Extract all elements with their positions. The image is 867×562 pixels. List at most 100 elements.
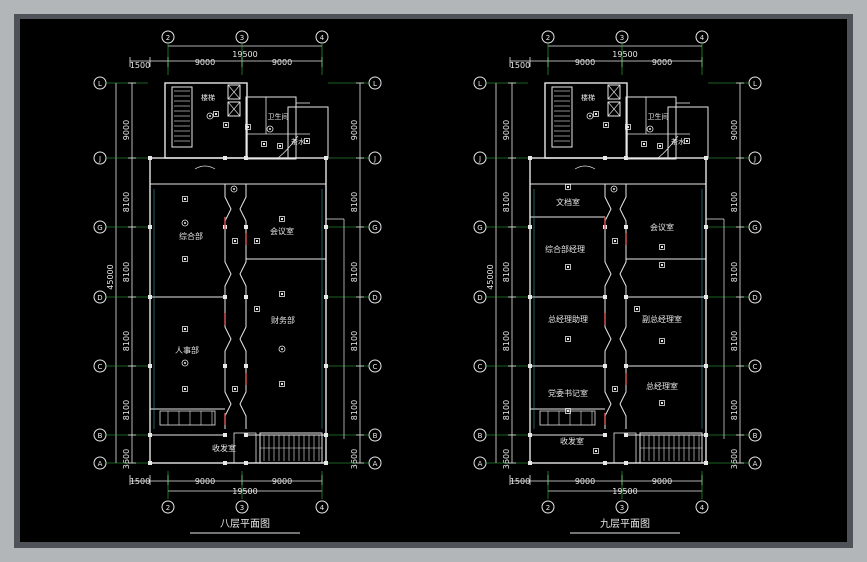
column — [704, 225, 708, 229]
fixture-icon-dot — [184, 388, 186, 390]
elevator-x — [227, 84, 241, 100]
elevator-x — [227, 101, 241, 117]
col-axis-bottom-4-circle — [315, 500, 329, 514]
row-axis-left-B-label: B — [98, 432, 103, 440]
fixture-icon-dot — [184, 258, 186, 260]
dim-left-row: 8100 — [122, 192, 131, 212]
fixture-icon — [279, 216, 285, 222]
column — [528, 461, 532, 465]
dim-top-right: 9000 — [272, 58, 292, 67]
col-axis-top-4-label: 4 — [700, 34, 705, 42]
column — [624, 433, 628, 437]
fixture-icon — [593, 111, 599, 117]
column — [624, 225, 628, 229]
fixture-icon-dot — [636, 308, 638, 310]
fixture-icon-dot — [661, 340, 663, 342]
column — [528, 225, 532, 229]
fixture-icon-dot — [659, 145, 661, 147]
fixture-icon — [245, 124, 251, 130]
light-icon — [610, 185, 618, 193]
fixture-icon — [612, 386, 618, 392]
row-axis-left-C-label: C — [478, 363, 483, 371]
dim-left-row: 8100 — [502, 331, 511, 351]
row-axis-left-J-label: J — [478, 155, 481, 163]
fixture-icon-dot — [595, 113, 597, 115]
elevator-x — [607, 101, 621, 117]
fixture-icon — [232, 386, 238, 392]
column — [704, 295, 708, 299]
fixture-icon-dot — [281, 383, 283, 385]
col-axis-bottom-4-circle — [695, 500, 709, 514]
dim-bottom-right: 9000 — [272, 477, 292, 486]
column — [603, 295, 607, 299]
side-wing — [287, 106, 329, 159]
column — [603, 156, 607, 160]
dim-left-row: 8100 — [122, 331, 131, 351]
stair-core — [171, 86, 193, 148]
fixture-icon-dot — [256, 240, 258, 242]
dim-bottom-mid: 9000 — [575, 477, 595, 486]
light-icon-dot — [209, 115, 211, 117]
door-swing — [574, 165, 596, 170]
fixture-icon — [304, 138, 310, 144]
column — [704, 364, 708, 368]
row-axis-left-A-label: A — [478, 460, 483, 468]
core-block — [164, 82, 248, 159]
col-axis-bottom-4-label: 4 — [320, 504, 325, 512]
small-room — [613, 432, 637, 464]
dim-left-row: 8100 — [502, 192, 511, 212]
dim-top-total: 19500 — [232, 50, 257, 59]
column — [148, 461, 152, 465]
fixture-icon — [603, 122, 609, 128]
elevator-2 — [227, 101, 241, 117]
side-wing — [667, 106, 709, 159]
row-axis-right-G-label: G — [752, 224, 757, 232]
room-label: 楼梯 — [581, 93, 595, 102]
fixture-icon — [182, 196, 188, 202]
corridor-wall — [224, 184, 232, 429]
dim-left-row: 9000 — [122, 120, 131, 140]
dim-bottom-left: 1500 — [130, 477, 150, 486]
door-swing — [277, 135, 299, 159]
fixture-icon-dot — [256, 308, 258, 310]
fixture-icon — [659, 244, 665, 250]
col-axis-bottom-3-label: 3 — [240, 504, 244, 512]
row-axis-right-C-label: C — [753, 363, 758, 371]
dim-left-row: 3600 — [502, 449, 511, 469]
column — [244, 364, 248, 368]
light-icon — [181, 219, 189, 227]
fixture-icon — [565, 408, 571, 414]
dim-bottom-total: 19500 — [232, 487, 257, 496]
room-label: 总经理助理 — [548, 314, 588, 324]
column — [148, 225, 152, 229]
fixture-icon-dot — [661, 264, 663, 266]
column — [704, 156, 708, 160]
fixture-icon — [261, 141, 267, 147]
col-axis-top-3-label: 3 — [240, 34, 244, 42]
light-icon — [278, 345, 286, 353]
dim-left-total: 45000 — [486, 264, 495, 289]
column — [244, 156, 248, 160]
column — [624, 156, 628, 160]
room-label: 收发室 — [212, 443, 236, 453]
row-axis-right-B-label: B — [753, 432, 758, 440]
row-axis-left-D-label: D — [477, 294, 482, 302]
fixture-icon — [657, 143, 663, 149]
col-axis-bottom-2-circle — [161, 500, 175, 514]
dim-bottom-total: 19500 — [612, 487, 637, 496]
fixture-icon — [565, 264, 571, 270]
column — [704, 461, 708, 465]
room-label: 财务部 — [271, 315, 295, 325]
fixture-icon — [659, 262, 665, 268]
fixture-icon-dot — [234, 240, 236, 242]
row-axis-left-L-label: L — [98, 80, 102, 88]
small-room — [233, 432, 257, 464]
dim-bottom-left: 1500 — [510, 477, 530, 486]
light-icon — [646, 125, 654, 133]
dim-left-row: 9000 — [502, 120, 511, 140]
row-axis-right-L-label: L — [373, 80, 377, 88]
dim-left-row: 8100 — [122, 262, 131, 282]
dim-right-row: 8100 — [350, 400, 359, 420]
